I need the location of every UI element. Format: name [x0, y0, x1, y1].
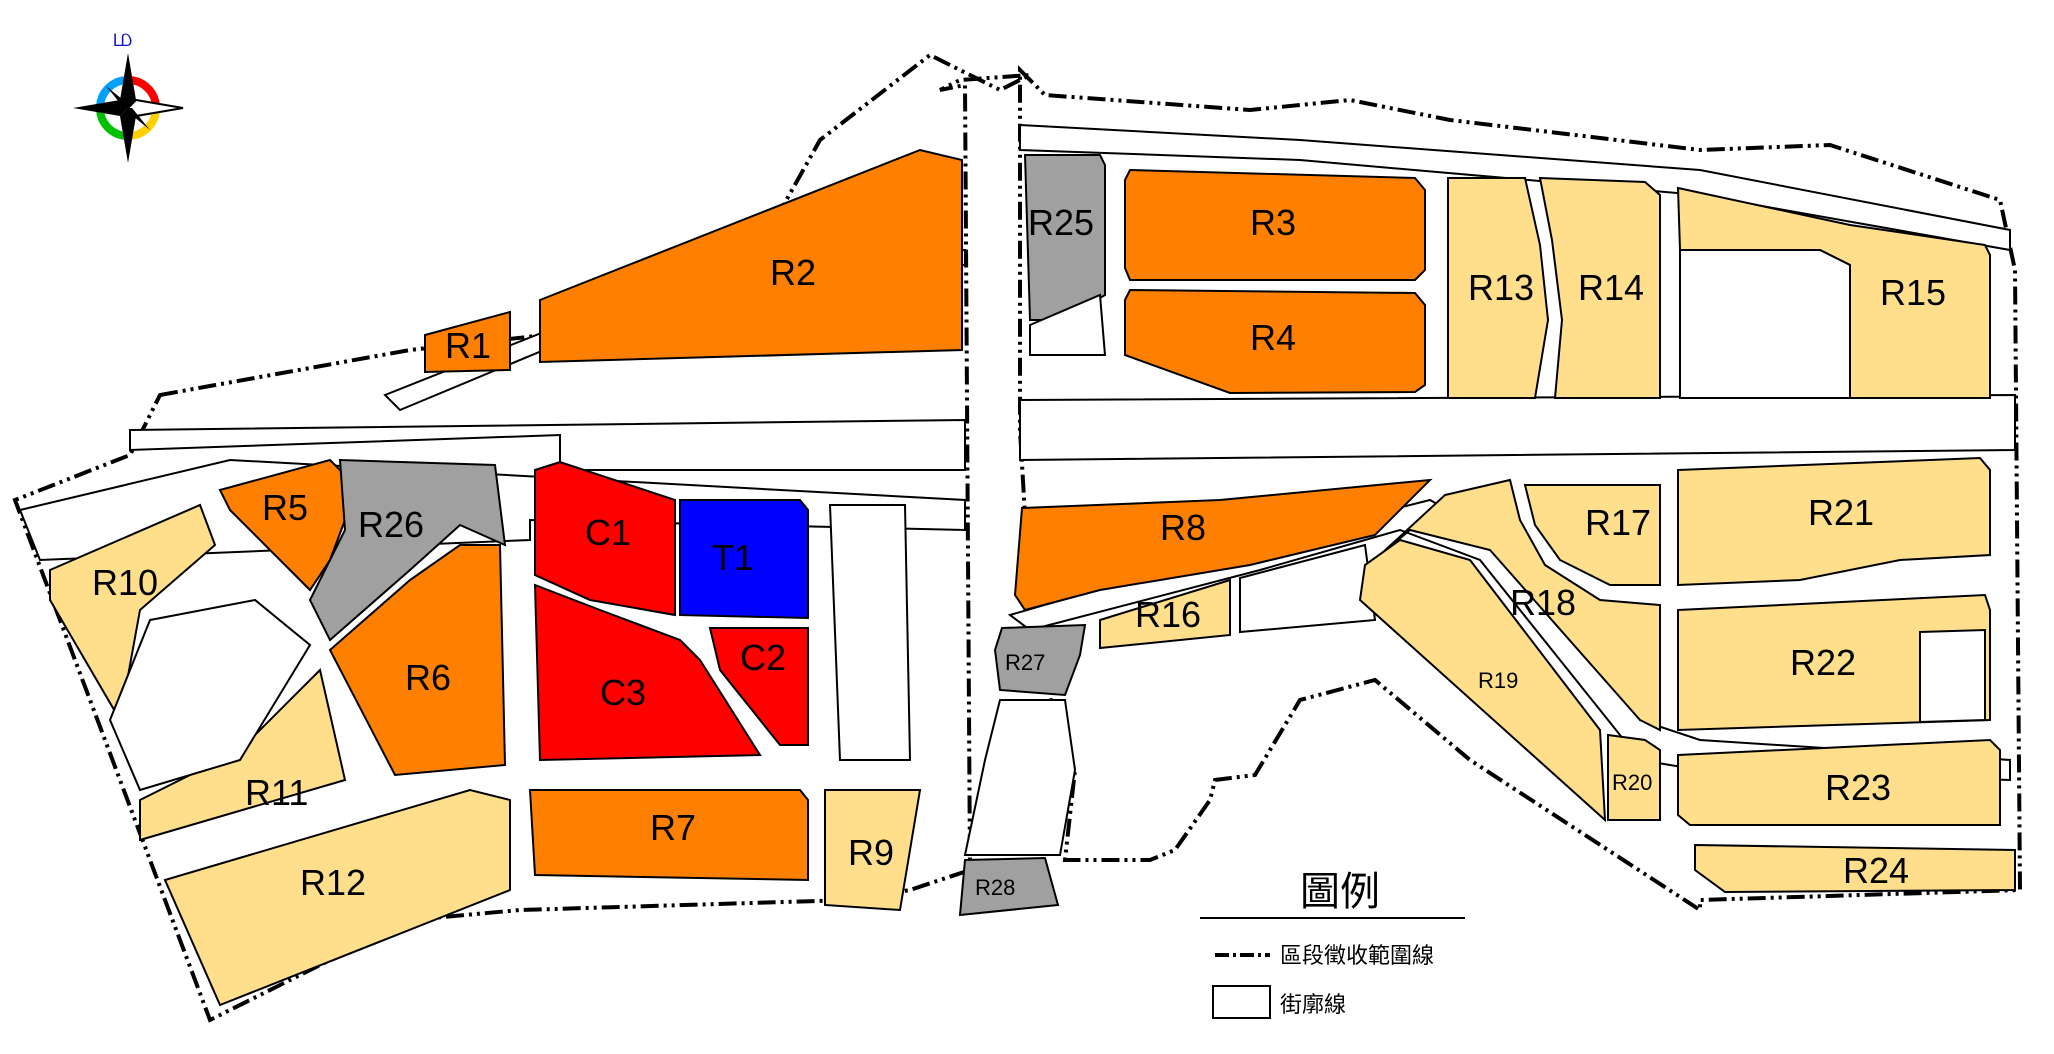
- parcel-r2[interactable]: [539, 148, 963, 364]
- label-r21: R21: [1808, 492, 1874, 533]
- label-r9: R9: [848, 832, 894, 873]
- parcel-r10[interactable]: [49, 503, 217, 723]
- label-r26: R26: [358, 504, 424, 545]
- label-r27: R27: [1005, 650, 1045, 675]
- legend-item-block: 街廓線: [1280, 993, 1346, 1018]
- parcel-r1[interactable]: [424, 310, 511, 374]
- parcel-r21[interactable]: [1677, 456, 1991, 587]
- label-c2: C2: [740, 637, 786, 678]
- parcel-r5[interactable]: [218, 458, 352, 592]
- parcel-r25[interactable]: [1023, 154, 1106, 321]
- block-r16-side: [1239, 543, 1377, 634]
- road-right-upper: [1019, 123, 2011, 252]
- label-r3: R3: [1250, 202, 1296, 243]
- label-r5: R5: [262, 487, 308, 528]
- parcel-r19[interactable]: [1358, 538, 1607, 823]
- parcel-r9[interactable]: [824, 789, 922, 912]
- parcel-c2[interactable]: [708, 627, 809, 746]
- label-r13: R13: [1468, 267, 1534, 308]
- block-r25-annex: [1029, 293, 1107, 356]
- parcel-r18[interactable]: [1379, 478, 1661, 732]
- block-r22-cutout: [1919, 628, 1986, 724]
- block-r27-r28-corridor: [963, 699, 1077, 856]
- parcel-r22[interactable]: [1677, 593, 1991, 732]
- label-r17: R17: [1585, 502, 1651, 543]
- block-empty-center: [828, 504, 912, 761]
- parcel-c3[interactable]: [533, 583, 762, 762]
- label-r7: R7: [650, 807, 696, 848]
- parcel-r13[interactable]: [1447, 177, 1550, 399]
- label-c3: C3: [600, 672, 646, 713]
- label-r18: R18: [1510, 582, 1576, 623]
- label-r20: R20: [1612, 770, 1652, 795]
- label-r8: R8: [1160, 507, 1206, 548]
- label-r2: R2: [770, 252, 816, 293]
- label-r10: R10: [92, 562, 158, 603]
- label-r19: R19: [1478, 668, 1518, 693]
- parcel-r17[interactable]: [1523, 484, 1661, 586]
- parcel-r28[interactable]: [958, 856, 1060, 917]
- block-empty-left: [108, 598, 312, 792]
- label-r23: R23: [1825, 767, 1891, 808]
- label-r1: R1: [445, 325, 491, 366]
- parcel-r6[interactable]: [328, 544, 507, 777]
- label-t1: T1: [712, 537, 754, 578]
- legend-item-boundary: 區段徵收範圍線: [1280, 944, 1434, 969]
- block-r15-cutout: [1679, 249, 1851, 399]
- parcel-r8[interactable]: [1013, 478, 1433, 612]
- legend: 圖例 區段徵收範圍線 街廓線: [1200, 869, 1465, 1019]
- label-c1: C1: [585, 512, 631, 553]
- parcel-r7[interactable]: [528, 789, 809, 882]
- parcel-r3[interactable]: [1124, 168, 1426, 281]
- compass-rose-icon: ம: [73, 23, 184, 163]
- label-r12: R12: [300, 862, 366, 903]
- label-r25: R25: [1028, 202, 1094, 243]
- parcel-t1[interactable]: [679, 499, 809, 620]
- label-r24: R24: [1843, 850, 1909, 891]
- parcel-r20[interactable]: [1607, 733, 1661, 821]
- compass-north-mark: ம: [112, 23, 133, 53]
- block-outline-icon: [1212, 985, 1271, 1019]
- parcel-r23[interactable]: [1677, 738, 2001, 826]
- label-r28: R28: [975, 875, 1015, 900]
- label-r4: R4: [1250, 317, 1296, 358]
- parcel-r16[interactable]: [1099, 578, 1231, 650]
- label-r22: R22: [1790, 642, 1856, 683]
- label-r6: R6: [405, 657, 451, 698]
- label-r11: R11: [245, 772, 308, 813]
- parcel-r27[interactable]: [993, 623, 1087, 697]
- parcel-r26[interactable]: [308, 458, 507, 642]
- parcel-r14[interactable]: [1538, 176, 1661, 399]
- label-r16: R16: [1135, 594, 1201, 635]
- parcel-r12[interactable]: [163, 788, 511, 1007]
- road-right-main: [1019, 393, 2016, 462]
- legend-title: 圖例: [1300, 869, 1380, 915]
- parcel-r4[interactable]: [1124, 288, 1426, 395]
- parcel-r24[interactable]: [1694, 843, 2016, 894]
- label-r15: R15: [1880, 272, 1946, 313]
- parcel-c1[interactable]: [534, 460, 676, 617]
- label-r14: R14: [1578, 267, 1644, 308]
